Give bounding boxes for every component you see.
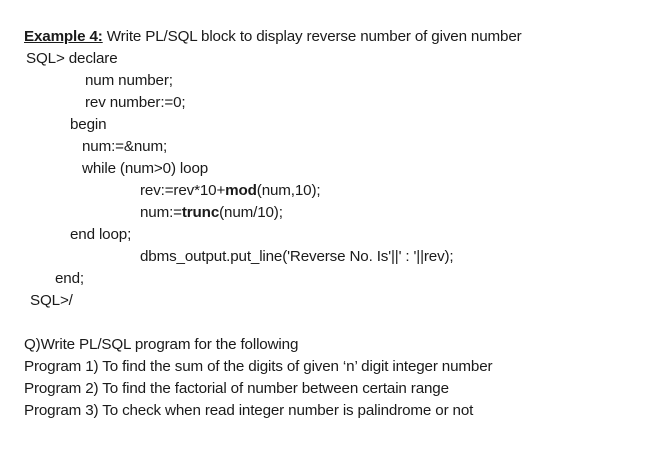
- code-trunc-keyword: trunc: [181, 204, 220, 221]
- example-heading-text: Write PL/SQL block to display reverse nu…: [102, 28, 522, 45]
- code-line-rev-number: rev number:=0;: [85, 94, 186, 111]
- questions-heading: Q)Write PL/SQL program for the following: [24, 336, 299, 353]
- question-item-2: Program 2) To find the factorial of numb…: [24, 380, 449, 397]
- example-heading-label: Example 4:: [24, 28, 103, 45]
- code-mod-keyword: mod: [225, 182, 257, 199]
- code-line-declare: SQL> declare: [26, 50, 118, 67]
- code-line-dbms-output: dbms_output.put_line('Reverse No. Is'||'…: [140, 248, 454, 265]
- question-item-1: Program 1) To find the sum of the digits…: [24, 358, 493, 375]
- code-line-slash: SQL>/: [30, 292, 73, 309]
- code-line-num-assign: num:=&num;: [82, 138, 168, 155]
- question-item-3: Program 3) To check when read integer nu…: [24, 402, 474, 419]
- code-rev-suffix: (num,10);: [256, 182, 321, 199]
- code-num-suffix: (num/10);: [219, 204, 283, 221]
- code-line-end-loop: end loop;: [70, 226, 132, 243]
- code-line-num-number: num number;: [85, 72, 173, 89]
- code-line-num-trunc: num:=trunc(num/10);: [0, 202, 648, 224]
- code-line-while: while (num>0) loop: [82, 160, 209, 177]
- example-heading-line: Example 4: Write PL/SQL block to display…: [0, 26, 648, 48]
- code-line-begin: begin: [70, 116, 107, 133]
- code-rev-prefix: rev:=rev*10+: [140, 182, 226, 199]
- code-line-end: end;: [55, 270, 84, 287]
- code-num-prefix: num:=: [140, 204, 182, 221]
- code-line-rev-mod: rev:=rev*10+mod(num,10);: [0, 180, 648, 202]
- spacer: [0, 312, 648, 334]
